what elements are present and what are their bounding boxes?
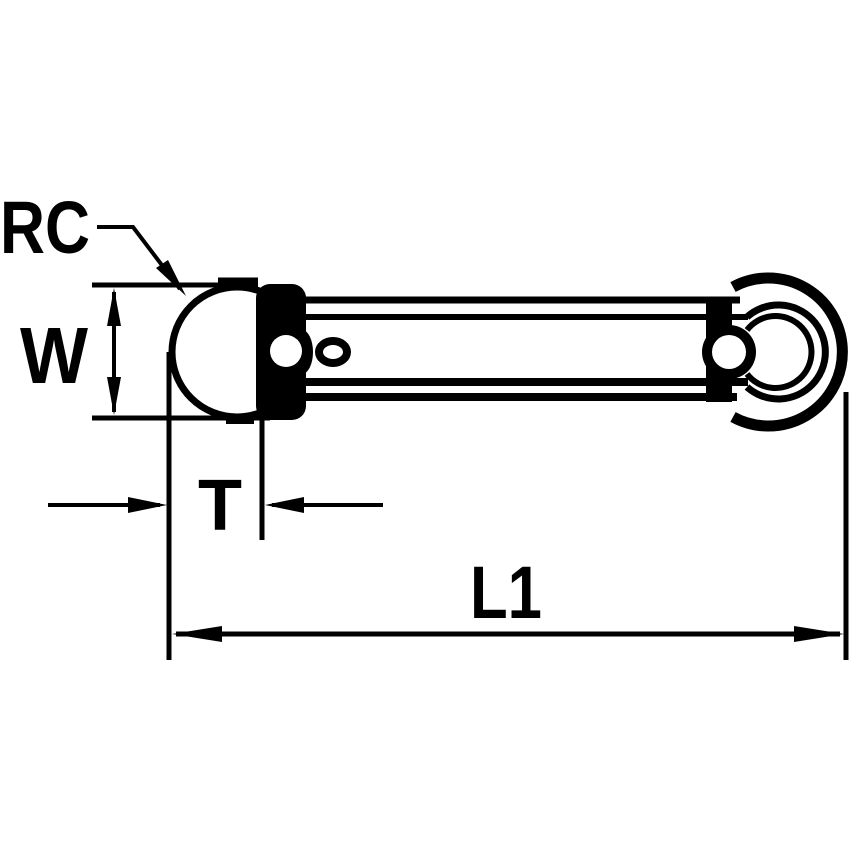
rc-label: RC [0,186,90,269]
w-arrow-down [107,377,121,415]
dimension-labels: RC W T L1 [0,186,542,634]
w-arrow-up [107,288,121,326]
head-screw-hole [270,335,302,367]
body-slot-hole [315,337,351,367]
blade-part [168,272,848,432]
t-left-arrowhead [128,497,167,513]
tail-inner-arc [744,313,815,391]
l1-left-arrowhead [172,626,222,642]
tail-outer-arc [730,272,848,432]
tail-middle-arc [744,301,829,403]
l1-right-arrowhead [794,626,844,642]
w-label: W [20,311,88,400]
t-right-arrowhead [265,497,304,513]
t-label: T [198,466,242,546]
tail-screw-hole [712,335,746,369]
dimensions [48,225,849,660]
l1-label: L1 [470,551,542,634]
